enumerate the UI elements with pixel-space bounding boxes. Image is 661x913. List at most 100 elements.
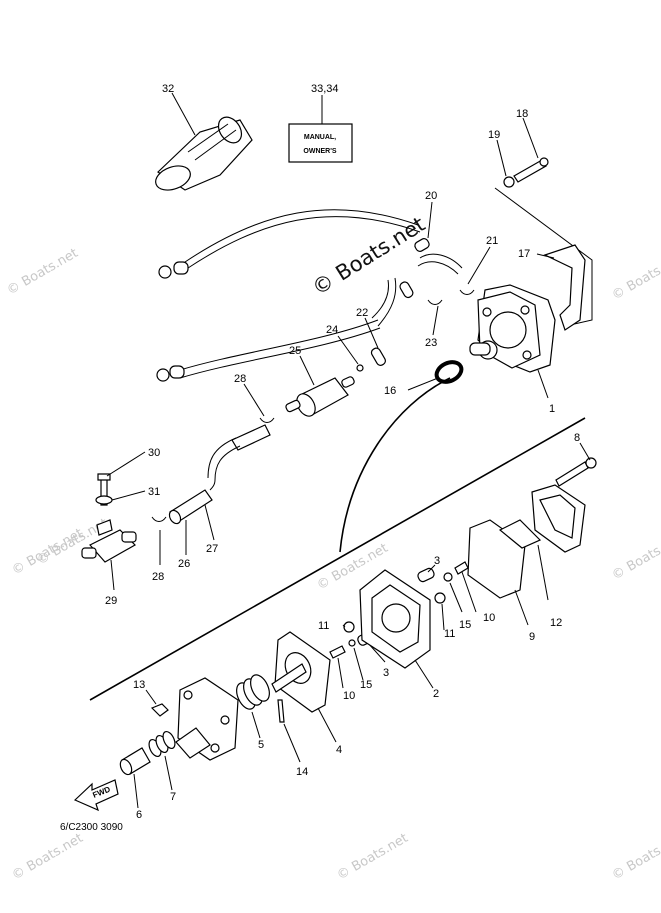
leader: [106, 451, 146, 477]
part-label: 28: [152, 571, 164, 583]
leader: [243, 383, 265, 417]
leader: [441, 603, 445, 631]
watermark: © Boats.net: [610, 531, 661, 584]
leader: [467, 246, 491, 285]
assembly-connector-curve: [339, 377, 451, 553]
leader: [110, 559, 115, 591]
part-label: 1: [549, 403, 555, 415]
leader: [171, 92, 196, 136]
part-label: 12: [550, 617, 562, 629]
part-label: 11: [444, 628, 455, 640]
leader: [364, 317, 379, 349]
part-label: 27: [206, 543, 218, 555]
part-label: 15: [459, 619, 471, 631]
leader: [133, 773, 139, 809]
leader: [164, 755, 173, 791]
leader: [537, 369, 549, 399]
part-25-fuel-filter: [285, 376, 355, 417]
leader: [461, 571, 477, 613]
part-label: 8: [574, 432, 580, 444]
leader: [496, 139, 507, 177]
leader: [427, 201, 433, 239]
part-label: 11: [318, 620, 329, 632]
part-label: 29: [105, 595, 117, 607]
manual-line-1: MANUAL,: [304, 134, 336, 141]
part-label: 7: [170, 791, 176, 803]
part-label: 10: [343, 690, 355, 702]
part-label: 26: [178, 558, 190, 570]
part-label: 9: [529, 631, 535, 643]
leader: [536, 253, 555, 259]
part-4-diaphragm: [271, 631, 331, 713]
leader: [337, 335, 359, 365]
part-label: 22: [356, 307, 368, 319]
fuel-hoses-upper: [156, 209, 421, 382]
leader: [342, 624, 346, 628]
watermark: © Boats.net: [335, 831, 411, 884]
watermark: © Boats.net: [10, 831, 86, 884]
watermark: © Boats.net: [610, 251, 661, 304]
leader: [317, 707, 337, 743]
watermark: © Boats.net: [610, 831, 661, 884]
part-labels: 1 2 3 3 4 5 6 7 8 9 10 10 11 11 12 13 14…: [105, 83, 580, 821]
part-13-nut: [150, 703, 169, 717]
part-label: 17: [518, 248, 530, 260]
mounting-bracket: [494, 157, 593, 331]
part-label: 2: [433, 688, 439, 700]
part-label: 10: [483, 612, 495, 624]
watermark: © Boats.net: [5, 246, 81, 299]
leader: [353, 647, 364, 681]
hose-joint-parts: [356, 238, 475, 372]
part-label: 14: [296, 766, 308, 778]
section-divider-line: [89, 417, 586, 701]
part-label: 4: [336, 744, 342, 756]
part-label: 19: [488, 129, 500, 141]
part-29-fuel-connector: [81, 473, 137, 563]
part-label: 25: [289, 345, 301, 357]
part-label: 16: [384, 385, 396, 397]
manual-line-2: OWNER'S: [303, 148, 336, 155]
leader: [522, 117, 539, 159]
base-housing: [175, 677, 239, 761]
part-label: 24: [326, 324, 338, 336]
leader: [251, 711, 261, 739]
leader: [337, 657, 344, 689]
part-label: 6: [136, 809, 142, 821]
leader: [537, 544, 549, 601]
leader: [432, 305, 439, 336]
leader: [283, 723, 301, 763]
part-label: 30: [148, 447, 160, 459]
part-8-screw: [555, 457, 597, 487]
part-5-spring: [236, 674, 270, 710]
leader: [111, 490, 146, 501]
part-label: 13: [133, 679, 145, 691]
part-2-pump-body: [359, 569, 431, 669]
part-label: 15: [360, 679, 372, 691]
fwd-arrow-icon: FWD: [73, 779, 119, 812]
part-label: 5: [258, 739, 264, 751]
leader: [407, 377, 439, 391]
center-watermark: © Boats.net: [308, 212, 429, 300]
leader: [514, 589, 529, 626]
leader: [449, 582, 463, 613]
part-28-clip-lower: [151, 516, 167, 522]
leader: [414, 659, 434, 689]
part-14-rod: [277, 699, 285, 723]
part-label: 21: [486, 235, 498, 247]
part-label: 18: [516, 108, 528, 120]
part-label: 28: [234, 373, 246, 385]
part-1-fuel-pump: [469, 284, 556, 373]
part-6-plunger: [119, 747, 151, 776]
leader: [579, 442, 591, 461]
part-32-boot: [155, 116, 253, 191]
part-label: 31: [148, 486, 160, 498]
part-label: 33,34: [311, 83, 339, 95]
part-28-clip: [259, 417, 275, 423]
part-12-cover: [531, 484, 586, 553]
fuel-line-lower: [168, 424, 271, 525]
part-label: 20: [425, 190, 437, 202]
part-label: 32: [162, 83, 174, 95]
leader: [204, 504, 215, 541]
drawing-code: 6/C2300 3090: [60, 822, 123, 833]
